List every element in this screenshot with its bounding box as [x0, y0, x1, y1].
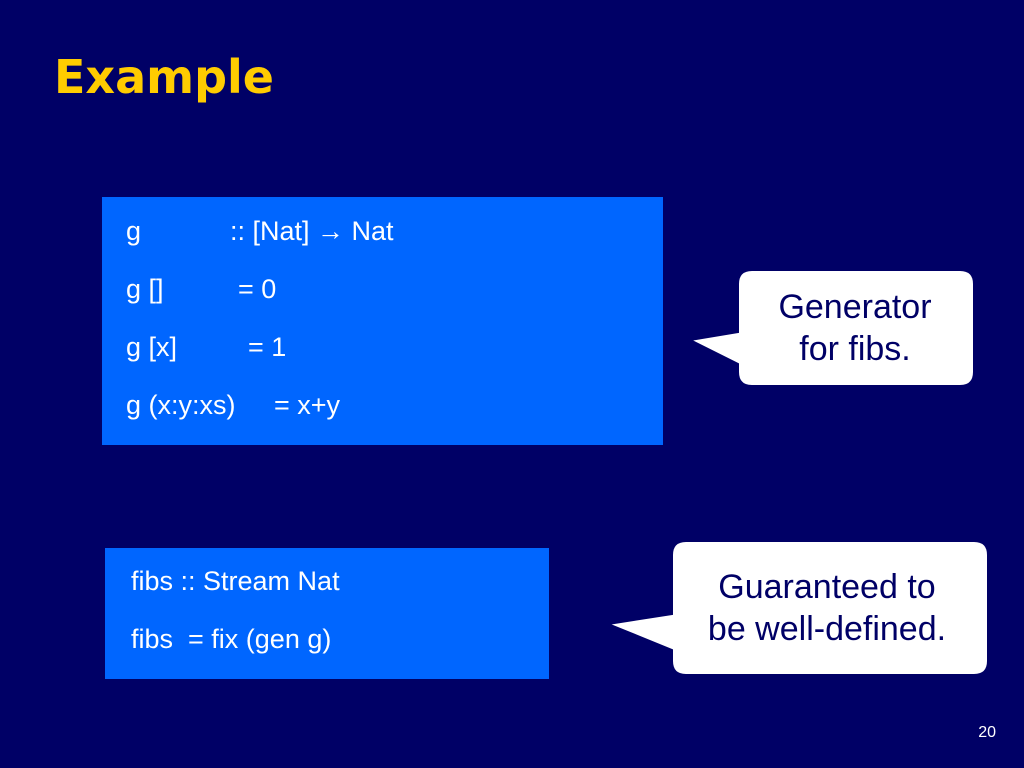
callout-text-generator: Generator for fibs.: [740, 286, 970, 370]
code-line-single-lhs: g [x]: [126, 332, 178, 362]
code-line-empty-rhs: = 0: [238, 274, 277, 304]
fibs-code-box: fibs :: Stream Nat fibs = fix (gen g): [105, 548, 549, 679]
callout-text-generator-line2: for fibs.: [799, 330, 911, 368]
slide-number: 20: [978, 724, 996, 741]
callout-bubble-generator: [686, 269, 975, 387]
code-line-cons-rhs: = x+y: [274, 390, 341, 420]
code-line-single-rhs: = 1: [248, 332, 287, 362]
code-line-signature-lhs: g: [126, 216, 142, 246]
callout-text-guaranteed: Guaranteed to be well-defined.: [672, 566, 982, 650]
code-line-fibs-def: fibs = fix (gen g): [131, 624, 332, 654]
code-line-fibs-type: fibs :: Stream Nat: [131, 566, 340, 596]
generator-code-box: g :: [Nat] → Nat g [] = 0 g [x] = 1 g (x…: [102, 197, 663, 445]
code-line-cons-lhs: g (x:y:xs): [126, 390, 236, 420]
code-line-signature-rhs: :: [Nat] → Nat: [230, 216, 394, 246]
code-line-empty-lhs: g []: [126, 274, 164, 304]
callout-text-guaranteed-line1: Guaranteed to: [718, 568, 936, 606]
callout-bubble-guaranteed: [604, 540, 989, 676]
callout-text-guaranteed-line2: be well-defined.: [707, 610, 947, 648]
slide-title: Example: [54, 50, 274, 104]
callout-text-generator-line1: Generator: [778, 288, 932, 326]
